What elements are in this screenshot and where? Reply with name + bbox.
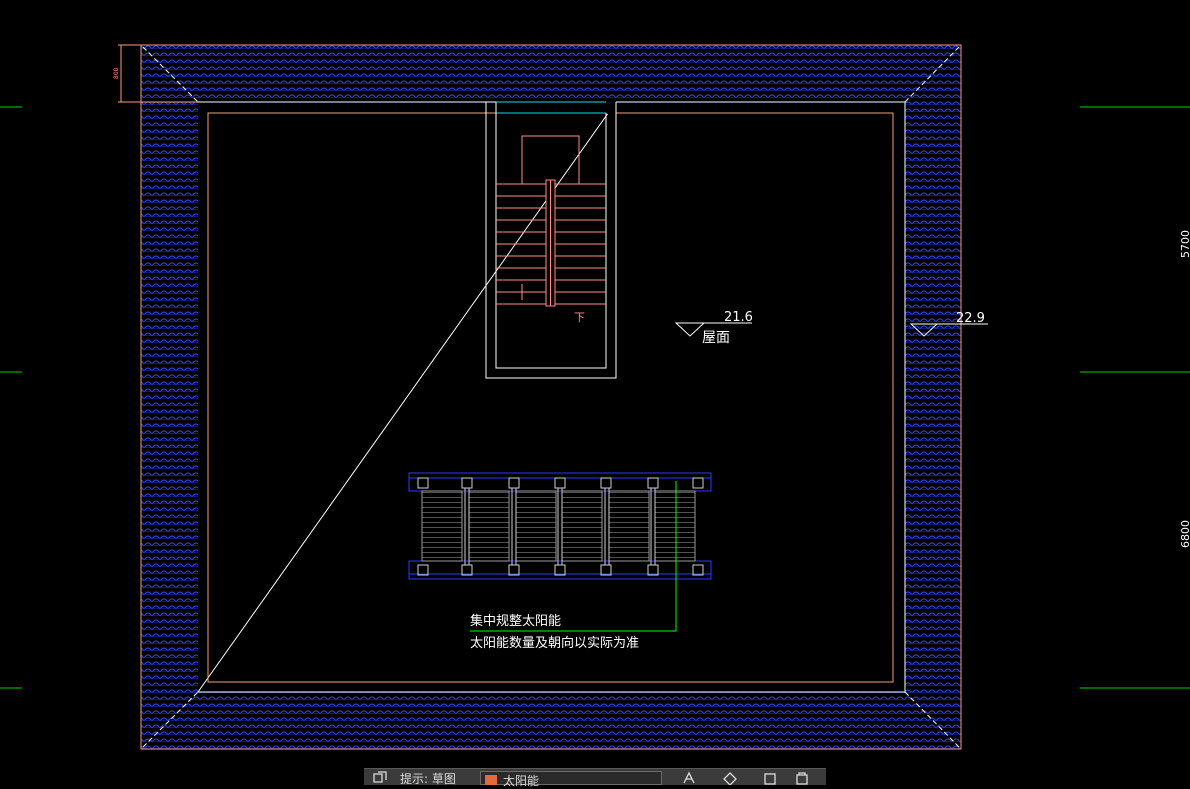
parapet-level-value: 22.9 <box>956 311 985 326</box>
layer-isolate-icon[interactable] <box>762 771 778 785</box>
layer-name: 太阳能 <box>503 774 540 788</box>
solar-note-line2: 太阳能数量及朝向以实际为准 <box>470 635 639 651</box>
right-dimension-lower: 6800 <box>1179 520 1190 548</box>
match-layer-icon[interactable] <box>682 771 698 785</box>
stair-well <box>485 100 617 379</box>
eave-dimension-text: 800 <box>113 67 120 79</box>
solar-supports <box>417 477 704 576</box>
previous-layer-icon[interactable] <box>722 771 738 785</box>
eave-dimension <box>118 44 198 103</box>
bottom-toolbar: 提示: 草图 太阳能 <box>364 768 826 788</box>
parapet-level-mark <box>909 323 988 337</box>
solar-array <box>408 472 712 580</box>
right-dimension-upper: 5700 <box>1179 230 1190 258</box>
axis-grid-lines <box>0 106 1190 689</box>
layer-color-swatch <box>485 775 497 785</box>
roof-level-label: 屋面 <box>702 330 730 346</box>
stair-direction-label: 下 <box>574 311 585 324</box>
solar-panels <box>421 490 696 562</box>
layer-dropdown[interactable]: 太阳能 <box>480 771 662 788</box>
layer-freeze-icon[interactable] <box>794 771 810 785</box>
status-text: 提示: 草图 <box>400 772 456 786</box>
roof-level-mark <box>674 322 752 337</box>
layer-properties-icon[interactable] <box>372 771 388 785</box>
solar-note-leader <box>470 481 677 632</box>
roof-level-value: 21.6 <box>724 310 753 325</box>
solar-note-line1: 集中规整太阳能 <box>470 613 561 629</box>
roof-tile-eave <box>140 44 962 750</box>
